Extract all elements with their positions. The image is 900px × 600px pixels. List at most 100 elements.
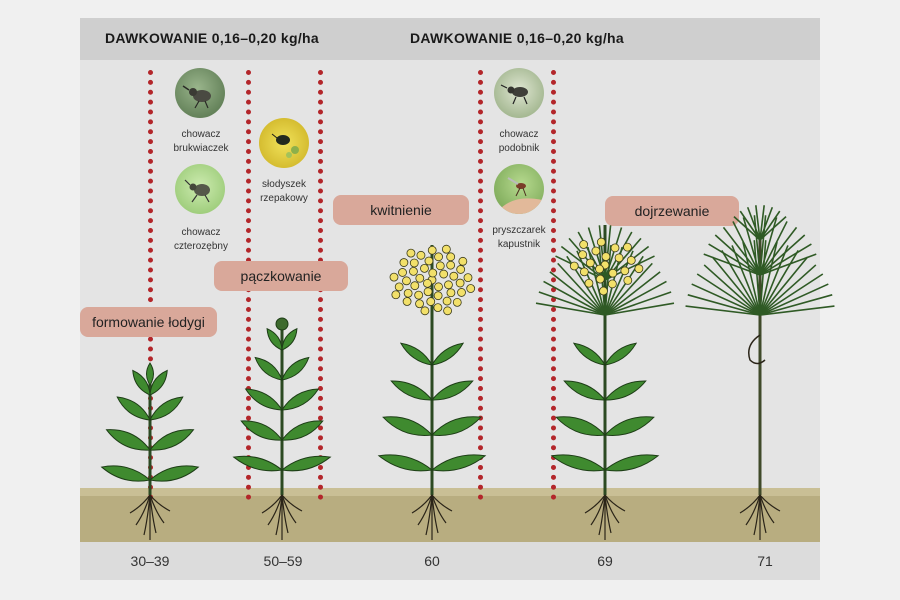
plant-flowering (377, 244, 487, 540)
flower (610, 243, 620, 253)
root (759, 494, 781, 512)
flower (626, 255, 636, 265)
midge-icon (494, 164, 544, 214)
flower (585, 258, 595, 268)
seed-pod (703, 264, 761, 316)
seed-pod (759, 216, 787, 241)
flower (623, 275, 633, 285)
leaf (266, 327, 283, 351)
leaf (572, 342, 606, 366)
dry-leaf (748, 334, 766, 365)
flower (420, 306, 430, 316)
root (604, 494, 626, 512)
flower (398, 268, 407, 277)
flower (446, 260, 456, 270)
seed-pod (759, 210, 781, 241)
dose-label-2: DAWKOWANIE 0,16–0,20 kg/ha (410, 30, 624, 46)
pest-label-slodyszek: słodyszek rzepakowy (260, 179, 308, 204)
flower-bud (275, 317, 289, 331)
flower (607, 279, 617, 289)
seed-pod (759, 305, 835, 316)
leaf (232, 455, 284, 472)
seed-pod (733, 216, 761, 241)
seed-pod (543, 280, 606, 316)
flower (463, 273, 473, 283)
seed-pod (685, 305, 761, 316)
stage-code-3: 60 (424, 553, 440, 569)
seed-pod (598, 225, 606, 281)
seed-pod (759, 253, 817, 276)
flower (595, 264, 604, 274)
leaf (430, 416, 482, 436)
root (149, 494, 171, 512)
flower (414, 290, 424, 300)
flower (446, 252, 456, 262)
seed-pod (759, 241, 778, 316)
flower (455, 278, 465, 288)
seed-pod (557, 262, 606, 316)
root (149, 494, 165, 524)
root (281, 494, 297, 524)
seed-pod (759, 221, 788, 276)
leaf (390, 380, 434, 401)
leaf (280, 455, 332, 472)
flower (446, 288, 456, 298)
flower (569, 261, 579, 271)
leaf (281, 388, 320, 411)
flower (423, 278, 432, 288)
seed-pod (731, 245, 761, 316)
seed-pod (753, 215, 761, 276)
flower (416, 250, 426, 260)
leaf (149, 369, 168, 396)
flower (420, 263, 429, 273)
dotted-line-1 (148, 70, 153, 500)
weevil-icon (175, 68, 225, 118)
stage-label-budding: pączkowanie (214, 261, 348, 291)
flower (456, 265, 466, 274)
seed-pod (560, 245, 606, 281)
seed-pod (696, 273, 761, 316)
plant-stem-formation (100, 362, 200, 540)
plant-pod-ripening (535, 225, 675, 540)
root (149, 494, 157, 534)
flower (428, 268, 438, 278)
seed-pod (759, 256, 809, 316)
seed-pod (759, 215, 767, 276)
root (590, 494, 606, 526)
stage-code-1: 30–39 (130, 553, 170, 569)
seed-pod (604, 262, 653, 316)
root (739, 494, 761, 514)
seed-pod (604, 291, 672, 316)
stage-label-flowering: kwitnienie (333, 195, 469, 225)
leaf (603, 380, 647, 401)
seed-pod (759, 283, 829, 316)
seed-pod (687, 294, 761, 316)
leaf (555, 416, 607, 436)
leaf (377, 454, 434, 472)
root (604, 494, 620, 524)
flower (579, 240, 589, 249)
root (431, 494, 453, 512)
seed-pod (732, 221, 761, 276)
seed-pod (759, 245, 789, 316)
root (261, 494, 283, 514)
leaf (148, 465, 200, 482)
flower (608, 268, 618, 278)
flower (620, 266, 630, 276)
seed-pod (691, 283, 761, 316)
flower (591, 246, 601, 256)
pollen-beetle-icon (259, 118, 309, 168)
leaf (146, 362, 154, 386)
flower (394, 282, 404, 292)
flower (410, 281, 420, 291)
plant-budding (232, 317, 332, 540)
pest-label-czterozebny: chowacz czterozębny (174, 227, 228, 252)
flower (578, 250, 588, 260)
pest-label-podobnik: chowacz podobnik (498, 129, 540, 154)
root (417, 494, 433, 526)
seed-pod (759, 264, 817, 316)
leaf (603, 416, 655, 436)
seed-pod (759, 250, 799, 316)
plant-mature (685, 205, 835, 540)
flower (595, 274, 605, 284)
